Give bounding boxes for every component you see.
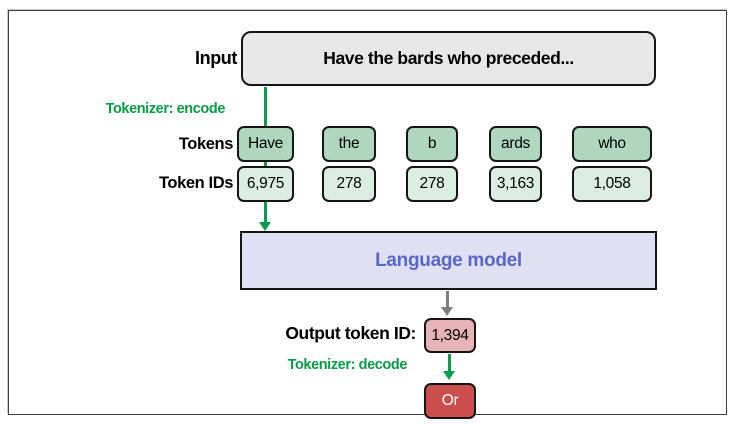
model-output-arrow-shaft xyxy=(446,291,449,308)
token-box: Have xyxy=(237,126,294,162)
tokenizer-encode-label: Tokenizer: encode xyxy=(105,101,226,117)
language-model-box: Language model xyxy=(240,231,657,290)
token-id-box: 278 xyxy=(322,166,376,202)
decode-arrow-shaft xyxy=(448,354,451,372)
token-box: the xyxy=(322,126,376,162)
output-token-box: Or xyxy=(424,383,476,419)
input-text: Have the bards who preceded... xyxy=(323,48,574,68)
tokenizer-decode-label: Tokenizer: decode xyxy=(287,357,408,373)
decode-arrow-head-icon xyxy=(443,371,455,380)
token-id-box: 1,058 xyxy=(572,166,652,202)
token-id-box: 278 xyxy=(406,166,458,202)
input-text-box: Have the bards who preceded... xyxy=(241,31,656,86)
token-box: b xyxy=(406,126,458,162)
token-box: ards xyxy=(489,126,542,162)
token-id-box: 3,163 xyxy=(489,166,542,202)
token-id-box: 6,975 xyxy=(237,166,294,202)
figure-frame: Input Have the bards who preceded... Tok… xyxy=(8,10,727,419)
input-label: Input xyxy=(195,48,237,68)
token-box: who xyxy=(572,126,652,162)
language-model-label: Language model xyxy=(375,249,522,271)
encode-arrow-head-icon xyxy=(259,222,271,231)
token-ids-label: Token IDs xyxy=(158,174,233,192)
model-output-arrow-head-icon xyxy=(441,307,453,316)
tokens-label: Tokens xyxy=(178,135,234,153)
output-token-id-box: 1,394 xyxy=(424,318,476,353)
output-token-id-label: Output token ID: xyxy=(285,323,416,343)
